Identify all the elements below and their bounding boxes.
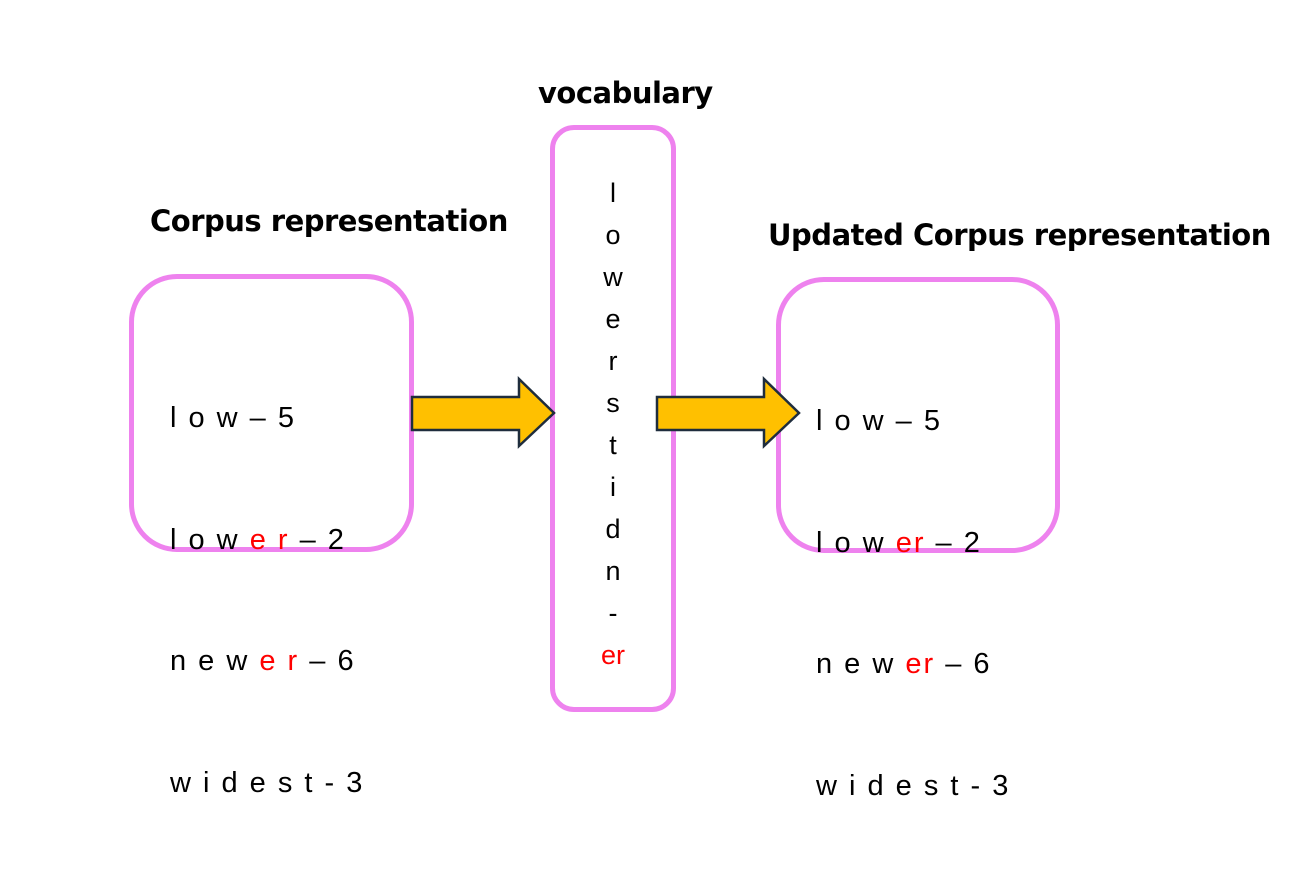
updated-line: l o w er – 2	[816, 523, 1010, 564]
vocab-item: w	[603, 262, 623, 292]
line-text: w i d e s t - 3	[816, 769, 1011, 802]
vocab-item: s	[606, 388, 620, 418]
line-text: l o w – 5	[816, 405, 942, 437]
vocab-item: l	[610, 178, 616, 208]
vocab-item: d	[605, 514, 621, 544]
line-text: l o w – 5	[170, 402, 296, 434]
updated-line: n e w er – 6	[816, 644, 1010, 685]
corpus-line: n e w e r – 6	[170, 641, 364, 682]
vocabulary-box: l o w e r s t i d n - er	[550, 125, 676, 712]
arrow-to-updated-icon	[655, 376, 801, 449]
vocabulary-title: vocabulary	[538, 76, 713, 110]
corpus-lines: l o w – 5 l o w e r – 2 n e w e r – 6 w …	[170, 317, 364, 884]
vocabulary-list: l o w e r s t i d n - er	[555, 172, 671, 676]
line-text: l o w	[816, 526, 896, 559]
corpus-line: l o w e r – 2	[170, 520, 364, 561]
line-count: – 6	[935, 648, 992, 680]
updated-corpus-lines: l o w – 5 l o w er – 2 n e w er – 6 w i …	[816, 320, 1010, 887]
merged-token-highlight: er	[895, 526, 926, 559]
line-text: w i d e s t - 3	[170, 766, 365, 799]
line-text: n e w	[170, 645, 260, 677]
vocab-item: -	[608, 598, 618, 628]
vocab-item: n	[605, 556, 621, 586]
line-text: l o w	[170, 523, 250, 556]
corpus-box: l o w – 5 l o w e r – 2 n e w e r – 6 w …	[129, 274, 414, 799]
arrow-to-vocabulary-icon	[410, 376, 556, 449]
vocab-new-token: er	[600, 640, 625, 670]
updated-corpus-box: l o w – 5 l o w er – 2 n e w er – 6 w i …	[776, 277, 1060, 802]
vocab-item: e	[605, 304, 621, 334]
updated-line: w i d e s t - 3	[816, 766, 1010, 807]
vocab-item: o	[605, 220, 621, 250]
merged-pair-highlight: e r	[249, 523, 290, 556]
line-count: – 2	[925, 526, 982, 559]
vocab-item: i	[610, 472, 616, 502]
updated-line: l o w – 5	[816, 401, 1010, 442]
updated-corpus-title: Updated Corpus representation	[768, 218, 1271, 252]
corpus-title: Corpus representation	[150, 204, 508, 238]
corpus-line: w i d e s t - 3	[170, 763, 364, 804]
merged-pair-highlight: e r	[259, 645, 300, 677]
line-text: n e w	[816, 648, 906, 680]
merged-token-highlight: er	[905, 648, 936, 680]
vocab-item: r	[608, 346, 618, 376]
line-count: – 2	[289, 523, 346, 556]
vocab-item: t	[609, 430, 617, 460]
corpus-line: l o w – 5	[170, 398, 364, 439]
line-count: – 6	[299, 645, 356, 677]
